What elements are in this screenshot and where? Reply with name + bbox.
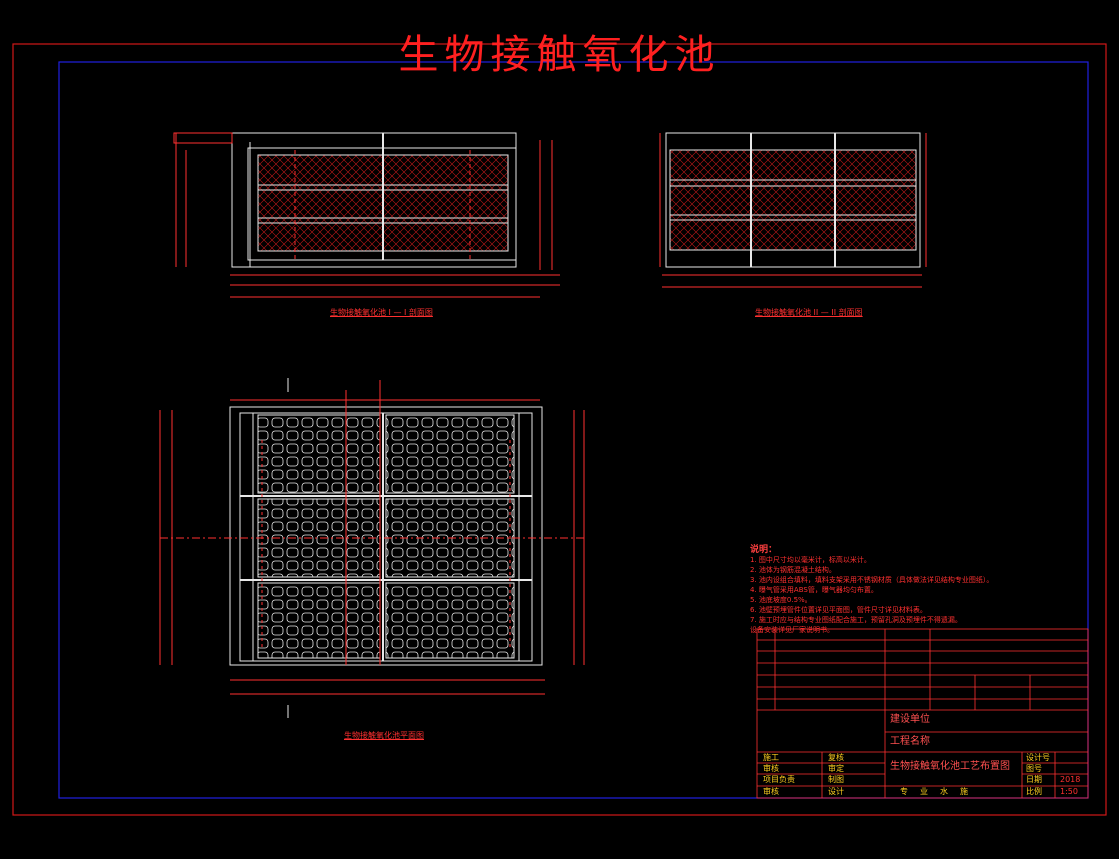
tb-left-label: 项目负责 — [763, 775, 795, 784]
project-name-label: 工程名称 — [890, 736, 930, 747]
plan-view — [159, 378, 585, 718]
note-item: 4. 曝气管采用ABS管，曝气器均匀布置。 — [750, 586, 878, 594]
section-1-view — [173, 132, 560, 298]
tb-bottom-label: 水 — [940, 787, 948, 796]
tb-right-label: 图号 — [1026, 764, 1042, 773]
drawing-title: 生物接触氧化池 — [398, 32, 721, 78]
tb-scale-value: 1:50 — [1060, 787, 1078, 796]
design-notes: 说明： 1. 图中尺寸均以毫米计，标高以米计。 2. 池体为钢筋混凝土结构。 3… — [750, 545, 993, 635]
drawing-name: 生物接触氧化池工艺布置图 — [890, 761, 1010, 772]
tb-bottom-label: 施 — [960, 787, 968, 796]
tb-bottom-label: 业 — [920, 787, 928, 796]
note-item: 1. 图中尺寸均以毫米计，标高以米计。 — [750, 556, 871, 564]
tb-mid-label: 审定 — [828, 764, 844, 773]
note-item: 3. 池内设组合填料，填料支架采用不锈钢材质（具体做法详见结构专业图纸）。 — [750, 576, 994, 584]
tb-left-label: 审核 — [763, 787, 779, 796]
tb-left-label: 施工 — [763, 753, 779, 762]
section-2-caption: 生物接触氧化池 II — II 剖面图 — [755, 308, 863, 317]
tb-right-label: 比例 — [1026, 787, 1042, 796]
construction-unit-label: 建设单位 — [890, 714, 930, 725]
note-item: 5. 池底坡度0.5%。 — [750, 596, 812, 604]
section-2-view — [659, 132, 927, 288]
outer-border — [12, 43, 1107, 816]
tb-right-label: 日期 — [1026, 775, 1042, 784]
plan-caption: 生物接触氧化池平面图 — [344, 731, 424, 740]
note-item: 6. 池壁预埋管件位置详见平面图，管件尺寸详见材料表。 — [750, 606, 927, 614]
note-item: 2. 池体为钢筋混凝土结构。 — [750, 566, 836, 574]
tb-mid-label: 设计 — [828, 787, 844, 796]
inner-border — [58, 61, 1089, 799]
tb-mid-label: 制图 — [828, 775, 844, 784]
note-item: 7. 施工时应与结构专业图纸配合施工，预留孔洞及预埋件不得遗漏。 — [750, 616, 962, 624]
tb-bottom-label: 专 — [900, 787, 908, 796]
notes-heading: 说明： — [750, 545, 778, 555]
tb-right-label: 设计号 — [1026, 753, 1050, 762]
title-block-grid — [756, 628, 1089, 799]
tb-mid-label: 复核 — [828, 753, 844, 762]
tb-date-value: 2018 — [1060, 775, 1081, 784]
tb-left-label: 审核 — [763, 764, 779, 773]
note-item: 设备安装详见厂家说明书。 — [750, 626, 834, 634]
section-1-caption: 生物接触氧化池 I — I 剖面图 — [330, 308, 433, 317]
